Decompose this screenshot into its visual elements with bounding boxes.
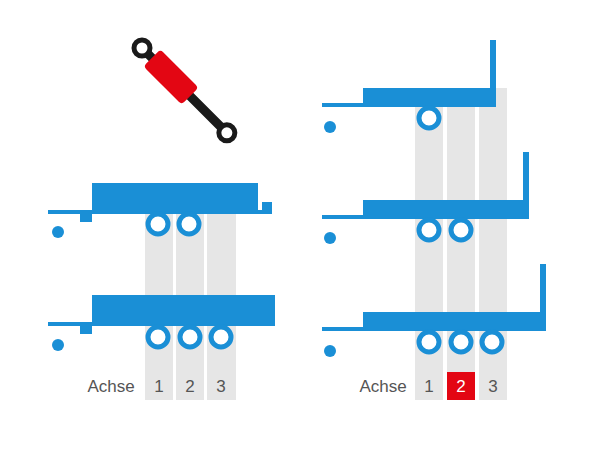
axle-bands: [145, 88, 507, 400]
highlight-square: [447, 372, 475, 400]
trailer: [322, 40, 496, 133]
trailer: [322, 264, 546, 357]
axle-number: 3: [488, 378, 497, 395]
trailer: [322, 152, 529, 244]
axle-heading: Achse: [359, 378, 406, 395]
trailer: [48, 183, 272, 238]
shock-absorber: [128, 34, 241, 147]
trailers: [48, 40, 546, 357]
trailer: [48, 295, 275, 351]
axle-band: [479, 88, 507, 400]
axle-number: 2: [456, 378, 465, 395]
wheels: [148, 108, 502, 352]
axle-heading: Achse: [87, 378, 134, 395]
axle-number: 1: [154, 378, 163, 395]
axle-band: [415, 88, 443, 400]
axle-number: 1: [424, 378, 433, 395]
axle-number: 3: [216, 378, 225, 395]
axle-band: [447, 88, 475, 400]
axle-number: 2: [185, 378, 194, 395]
